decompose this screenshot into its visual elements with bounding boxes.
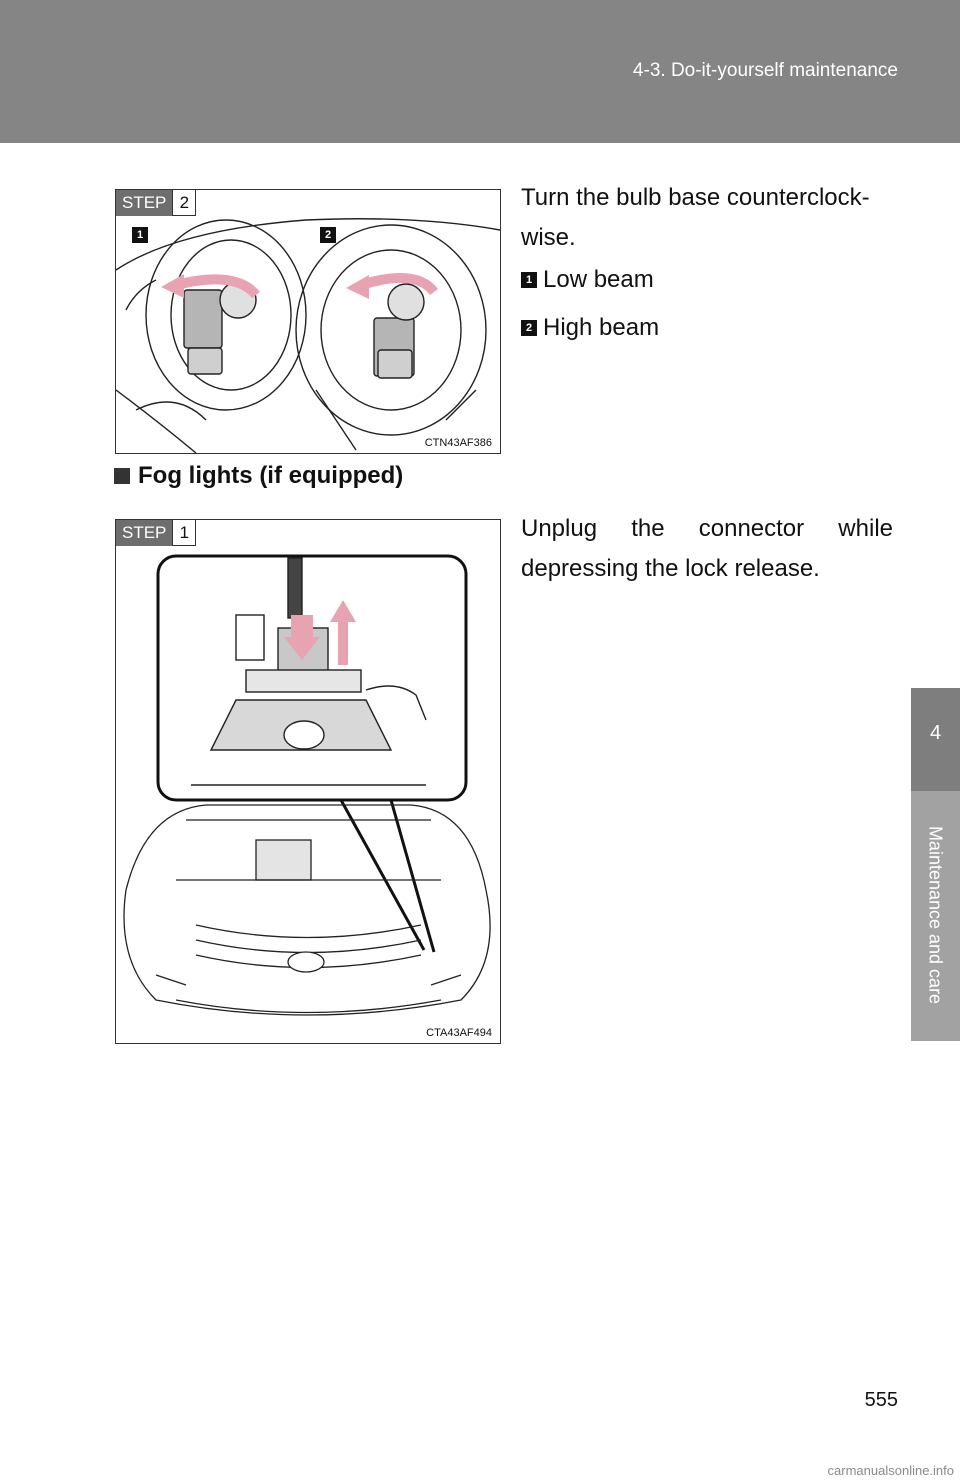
page-number: 555 — [864, 1389, 898, 1411]
fog-light-drawing — [123, 554, 491, 1016]
header-band — [0, 0, 960, 143]
chapter-number: 4 — [929, 722, 942, 744]
headlight-drawing — [116, 218, 500, 453]
square-bullet-icon — [114, 468, 130, 484]
marker-2: 2 — [521, 320, 537, 336]
watermark[interactable]: carmanualsonline.info — [827, 1463, 954, 1478]
fog-lights-heading-text: Fog lights (if equipped) — [138, 462, 404, 489]
marker-1: 1 — [521, 272, 537, 288]
step-label: STEP — [116, 520, 173, 546]
figure-code: CTN43AF386 — [422, 437, 494, 449]
high-beam-marker: 2 — [320, 227, 336, 243]
fog-light-connector-illustration: STEP 1 — [115, 519, 501, 1044]
headlight-bulb-illustration: STEP 2 1 2 CTN43AF386 — [115, 189, 501, 454]
chapter-tab[interactable] — [911, 688, 960, 791]
step-label: STEP — [116, 190, 173, 216]
low-beam-label: Low beam — [543, 266, 654, 293]
step-number: 1 — [172, 520, 197, 546]
instruction-unplug-connector: Unplug the connector while depressing th… — [521, 515, 893, 582]
step-badge: STEP 2 — [116, 190, 197, 216]
fog-lights-heading: Fog lights (if equipped) — [114, 462, 403, 490]
list-item-low-beam: 1 Low beam — [521, 266, 654, 294]
high-beam-label: High beam — [543, 314, 660, 341]
instruction-turn-bulb: Turn the bulb base counterclock-wise. — [521, 184, 870, 251]
chapter-title: Maintenance and care — [925, 825, 946, 1005]
section-title: 4-3. Do-it-yourself maintenance — [632, 60, 898, 81]
figure-code: CTA43AF494 — [424, 1027, 494, 1039]
low-beam-marker: 1 — [132, 227, 148, 243]
step-number: 2 — [172, 190, 197, 216]
step-badge: STEP 1 — [116, 520, 197, 546]
chapter-tab-title-area — [911, 791, 960, 1041]
list-item-high-beam: 2 High beam — [521, 314, 659, 342]
